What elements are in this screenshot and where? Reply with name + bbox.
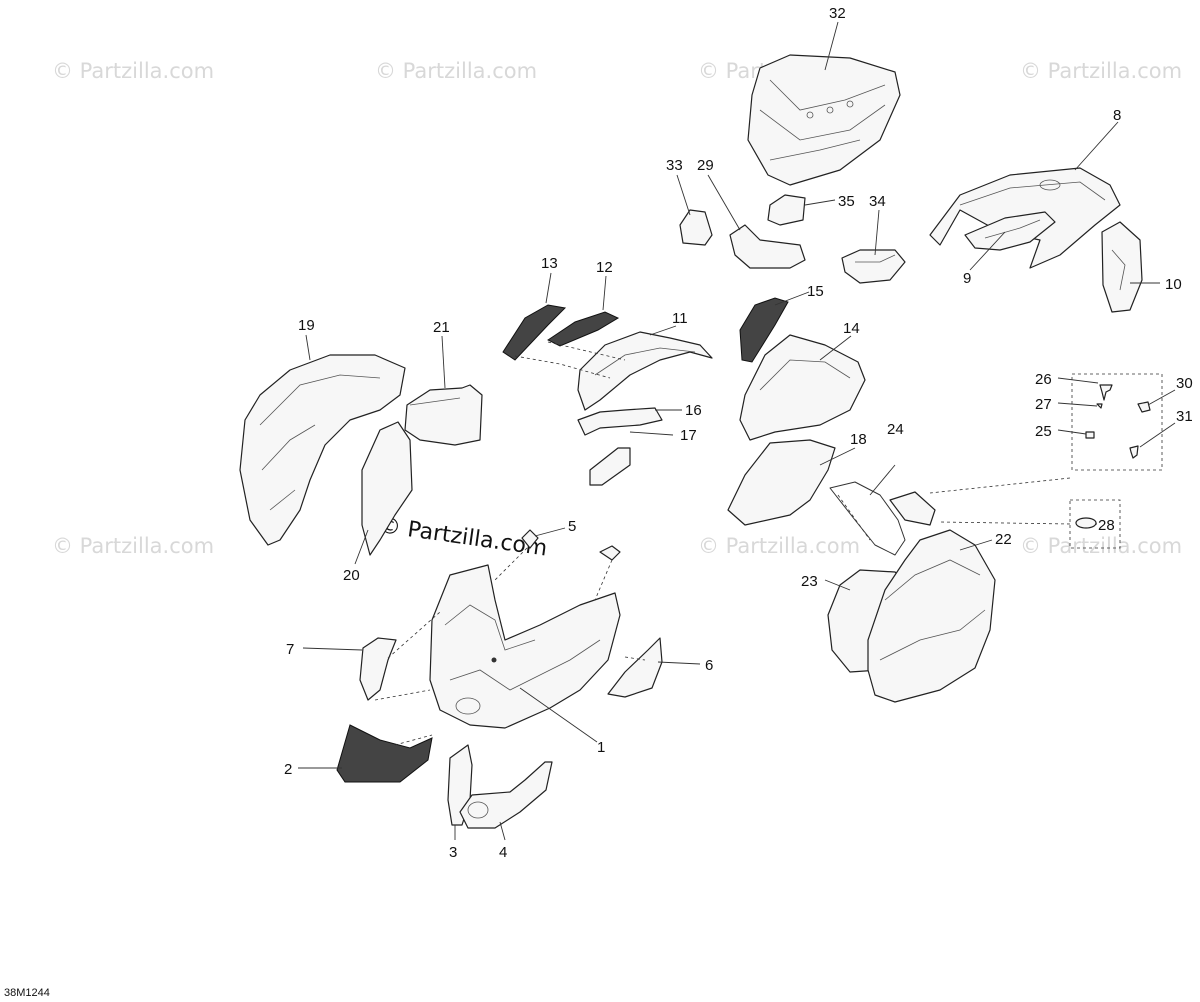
part-26-rivet[interactable] bbox=[1099, 384, 1113, 401]
part-7-bracket[interactable] bbox=[359, 637, 397, 701]
drawing-code: 38M1244 bbox=[4, 987, 50, 999]
part-2-grille[interactable] bbox=[336, 724, 433, 783]
part-1-front-nose[interactable] bbox=[429, 564, 621, 729]
callout-11: 11 bbox=[672, 310, 688, 327]
callout-17: 17 bbox=[680, 427, 697, 444]
part-13-mesh[interactable] bbox=[502, 304, 567, 361]
callout-15: 15 bbox=[807, 283, 824, 300]
part-25-nut[interactable] bbox=[1085, 431, 1095, 439]
part-14-side-panel[interactable] bbox=[739, 334, 866, 441]
part-12-mesh[interactable] bbox=[547, 311, 620, 347]
part-21-block[interactable] bbox=[404, 384, 483, 446]
callout-4: 4 bbox=[499, 844, 507, 861]
callout-34: 34 bbox=[869, 193, 886, 210]
part-11-panel[interactable] bbox=[577, 331, 713, 411]
hardware-group bbox=[1071, 373, 1163, 471]
part-15-mesh[interactable] bbox=[739, 297, 789, 363]
part-30-nut[interactable] bbox=[1137, 401, 1151, 413]
part-17-strip[interactable] bbox=[589, 447, 631, 486]
watermark-text: © Partzilla.com bbox=[1020, 59, 1182, 83]
callout-21: 21 bbox=[433, 319, 450, 336]
callout-23: 23 bbox=[801, 573, 818, 590]
callout-26: 26 bbox=[1035, 371, 1052, 388]
callout-32: 32 bbox=[829, 5, 846, 22]
callout-16: 16 bbox=[685, 402, 702, 419]
callout-31: 31 bbox=[1176, 408, 1193, 425]
part-31-screw[interactable] bbox=[1129, 445, 1139, 459]
part-16-trim[interactable] bbox=[577, 407, 663, 436]
assembly-lines bbox=[374, 341, 1071, 746]
callout-28: 28 bbox=[1098, 517, 1115, 534]
callout-12: 12 bbox=[596, 259, 613, 276]
callout-30: 30 bbox=[1176, 375, 1193, 392]
callout-14: 14 bbox=[843, 320, 860, 337]
part-20-side-trim[interactable] bbox=[361, 421, 413, 556]
part-18-lower-panel[interactable] bbox=[727, 439, 836, 526]
callout-6: 6 bbox=[705, 657, 713, 674]
callout-24: 24 bbox=[887, 421, 904, 438]
callout-22: 22 bbox=[995, 531, 1012, 548]
callout-3: 3 bbox=[449, 844, 457, 861]
callout-35: 35 bbox=[838, 193, 855, 210]
callout-20: 20 bbox=[343, 567, 360, 584]
part-6-vent[interactable] bbox=[607, 637, 663, 698]
watermark-text: © Partzilla.com bbox=[698, 534, 860, 558]
callout-19: 19 bbox=[298, 317, 315, 334]
part-19-side-fairing[interactable] bbox=[239, 354, 406, 546]
callout-9: 9 bbox=[963, 270, 971, 287]
watermark-text: © Partzilla.com bbox=[1020, 534, 1182, 558]
watermarks: © Partzilla.com © Partzilla.com © Partzi… bbox=[52, 59, 1182, 562]
callout-10: 10 bbox=[1165, 276, 1182, 293]
callout-25: 25 bbox=[1035, 423, 1052, 440]
part-29-duct[interactable] bbox=[729, 224, 806, 269]
part-5-clips[interactable] bbox=[521, 529, 621, 561]
leader-lines bbox=[298, 21, 1176, 841]
callout-13: 13 bbox=[541, 255, 558, 272]
watermark-text: © Partzilla.com bbox=[52, 534, 214, 558]
part-34-cover[interactable] bbox=[841, 249, 906, 284]
callout-29: 29 bbox=[697, 157, 714, 174]
part-22-side-panel[interactable] bbox=[867, 491, 996, 703]
callout-7: 7 bbox=[286, 641, 294, 658]
callout-1: 1 bbox=[597, 739, 605, 756]
part-9-insert[interactable] bbox=[964, 211, 1056, 251]
part-27-pin[interactable] bbox=[1096, 403, 1103, 409]
callout-5: 5 bbox=[568, 518, 576, 535]
part-33-bracket[interactable] bbox=[679, 209, 713, 246]
part-4-lower-trim[interactable] bbox=[459, 761, 553, 829]
part-32-headlight-housing[interactable] bbox=[747, 54, 901, 186]
watermark-text: © Partzilla.com bbox=[375, 59, 537, 83]
part-24-trim[interactable] bbox=[829, 481, 906, 556]
part-10-side-piece[interactable] bbox=[1101, 221, 1143, 313]
callout-27: 27 bbox=[1035, 396, 1052, 413]
part-28-grommet[interactable] bbox=[1075, 517, 1097, 529]
callouts: 32 8 9 10 33 29 35 34 13 12 11 15 14 16 … bbox=[284, 5, 1193, 861]
callout-2: 2 bbox=[284, 761, 292, 778]
watermark-text: © Partzilla.com bbox=[52, 59, 214, 83]
callout-33: 33 bbox=[666, 157, 683, 174]
callout-8: 8 bbox=[1113, 107, 1121, 124]
part-35-block[interactable] bbox=[767, 194, 806, 226]
callout-18: 18 bbox=[850, 431, 867, 448]
hardware-28-group bbox=[1069, 499, 1121, 549]
